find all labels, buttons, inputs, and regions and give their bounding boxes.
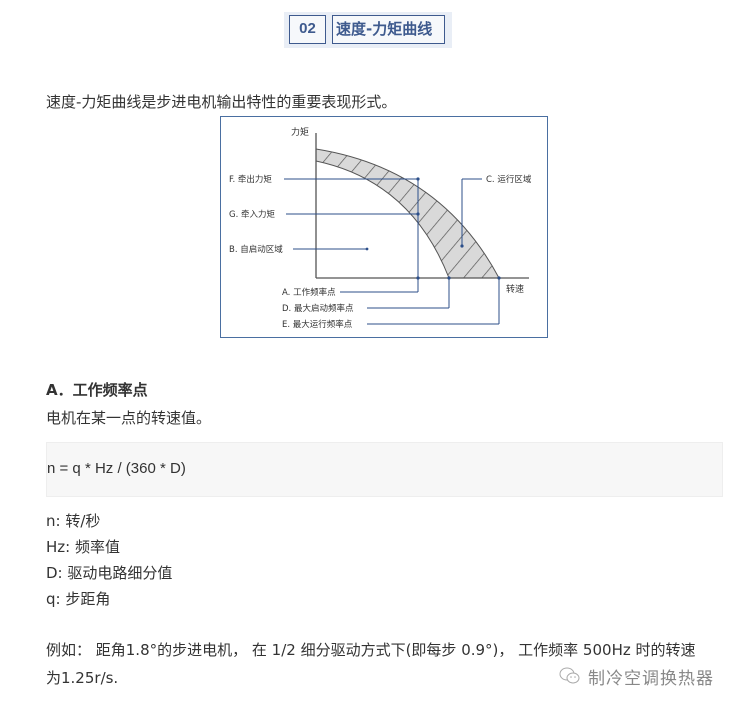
y-axis-label: 力矩	[291, 126, 309, 138]
x-axis-label: 转速	[506, 283, 524, 295]
section-a-heading: A．工作频率点	[46, 381, 148, 399]
label-d: D. 最大启动频率点	[282, 303, 354, 314]
variable-q: q: 步距角	[46, 590, 111, 608]
formula-block: n = q * Hz / (360 * D)	[46, 442, 723, 497]
example-line-1: 例如： 距角1.8°的步进电机， 在 1/2 细分驱动方式下(即每步 0.9°)…	[46, 641, 696, 659]
section-number-badge: 02	[289, 15, 326, 44]
label-a: A. 工作频率点	[282, 287, 336, 298]
label-g: G. 牵入力矩	[229, 209, 275, 220]
watermark-text: 制冷空调换热器	[588, 669, 714, 689]
label-e: E. 最大运行频率点	[282, 319, 353, 330]
variable-d: D: 驱动电路细分值	[46, 564, 173, 582]
section-title: 速度-力矩曲线	[332, 15, 445, 44]
formula-text: n = q * Hz / (360 * D)	[47, 460, 186, 477]
intro-paragraph: 速度-力矩曲线是步进电机输出特性的重要表现形式。	[46, 93, 397, 111]
example-line-2: 为1.25r/s.	[46, 669, 119, 687]
label-b: B. 自启动区域	[229, 244, 283, 255]
wechat-icon	[559, 667, 580, 684]
variable-n: n: 转/秒	[46, 512, 101, 530]
section-a-description: 电机在某一点的转速值。	[46, 409, 212, 427]
label-c: C. 运行区域	[486, 174, 532, 185]
speed-torque-diagram: 力矩 转速 F. 牵出力矩 G. 牵入力矩 B. 自启动区域 C. 运行区域 A…	[220, 116, 548, 338]
label-f: F. 牵出力矩	[229, 174, 272, 185]
variable-hz: Hz: 频率值	[46, 538, 120, 556]
